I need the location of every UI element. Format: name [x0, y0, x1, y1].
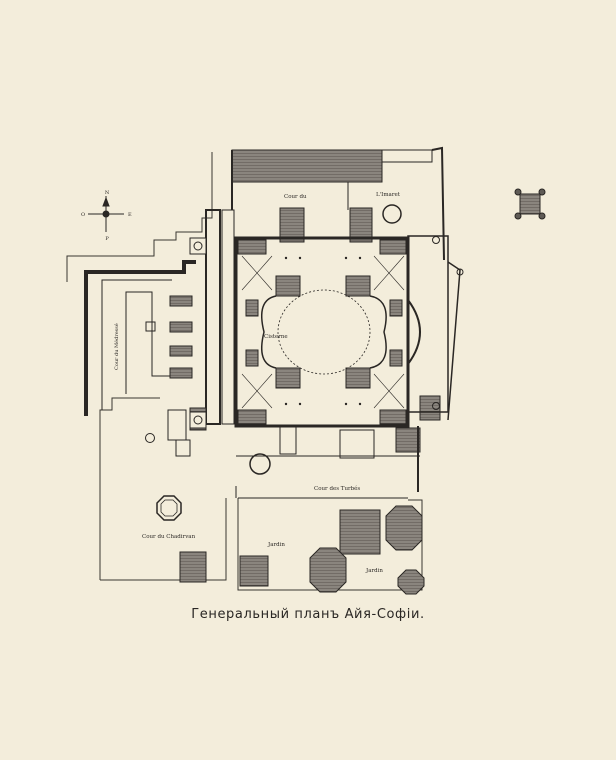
- compass-rose-icon: [88, 196, 124, 232]
- compass-west: O: [81, 212, 85, 218]
- detached-minaret-icon: [514, 188, 546, 220]
- label-cisterne: Cisterne: [264, 334, 288, 340]
- site-boundary: [66, 152, 423, 591]
- medresse-court: [84, 260, 196, 416]
- label-jardin-left: Jardin: [267, 542, 285, 548]
- turbe-tombs: [179, 505, 425, 595]
- mosque-main-body: [145, 209, 464, 499]
- label-cour-du-medresse: Cour du Médressé: [113, 323, 120, 370]
- label-cour-des-turbes: Cour des Turbés: [314, 485, 360, 492]
- fountain-octagon: [156, 495, 182, 521]
- label-jardin-right: Jardin: [365, 568, 383, 574]
- compass-east: E: [128, 212, 132, 218]
- north-court: [231, 146, 445, 261]
- plan-caption: Генеральный планъ Айя-Софіи.: [191, 607, 425, 622]
- label-imaret: L'Imaret: [376, 192, 401, 198]
- compass-north: N: [105, 190, 110, 196]
- label-cour-du-chadirvan: Cour du Chadirvan: [142, 534, 196, 540]
- label-cour-du: Cour du: [284, 194, 307, 200]
- compass-south: P: [105, 236, 109, 242]
